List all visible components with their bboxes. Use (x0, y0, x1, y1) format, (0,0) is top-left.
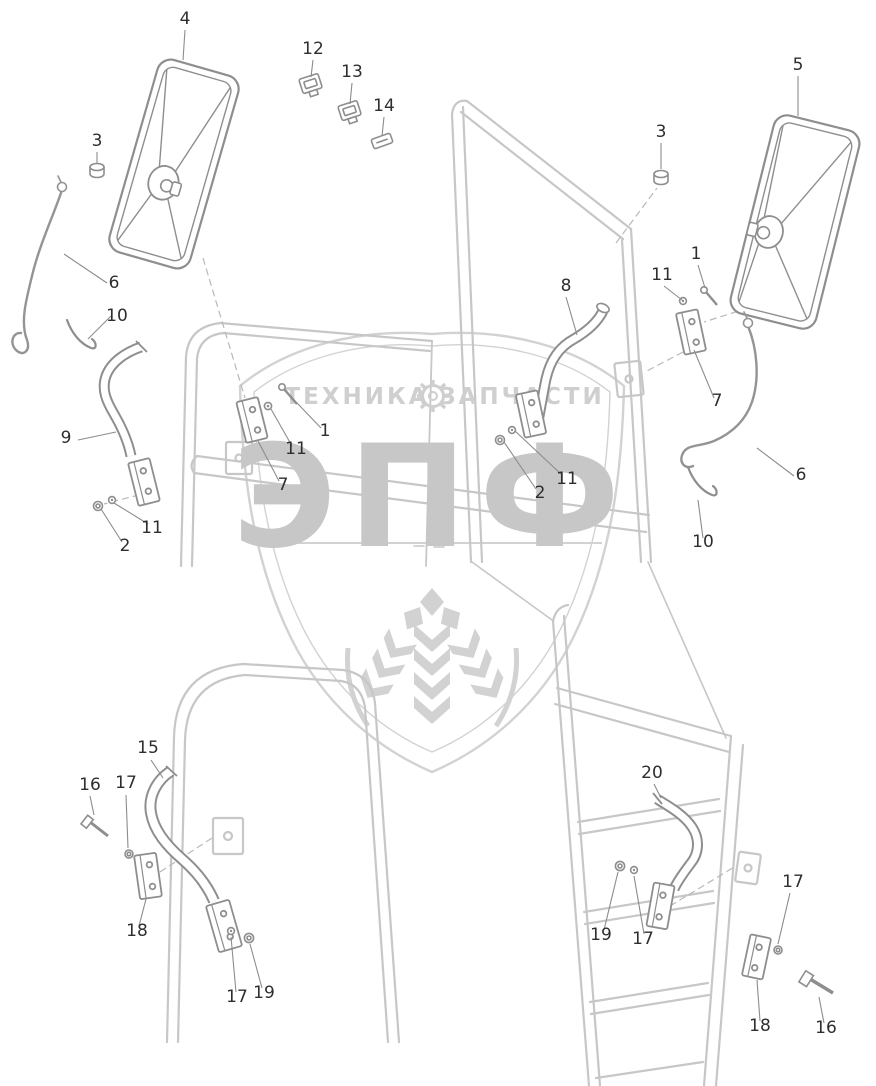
callout-5: 5 (793, 55, 804, 75)
nut-3-left (89, 162, 105, 179)
callout-20: 20 (641, 763, 663, 783)
callout-17-bottom-left: 17 (226, 987, 248, 1007)
callout-10-left: 10 (106, 306, 128, 326)
callout-17-left: 17 (115, 773, 137, 793)
callout-12: 12 (302, 39, 324, 59)
bracket-arm-9 (127, 457, 161, 507)
bracket-7-left (235, 396, 269, 444)
upper-left-frame (179, 321, 434, 568)
nut-2-center (494, 434, 506, 446)
washer-17-bottom-left (226, 926, 236, 936)
watermark-wheat (344, 588, 520, 728)
hook-left (65, 318, 97, 350)
frame-mount-plate-upper-left (224, 440, 254, 476)
nut-3-right (653, 169, 669, 186)
callout-6-left: 6 (109, 273, 120, 293)
callout-17-right: 17 (632, 929, 654, 949)
cable-left (11, 175, 68, 355)
callout-16-right: 16 (815, 1018, 837, 1038)
handle-15 (144, 765, 220, 904)
wheat-right-stalk (440, 606, 504, 698)
frame-mount-plate-right-post (613, 359, 645, 399)
bolt-16-right (797, 969, 834, 995)
callout-13: 13 (341, 62, 363, 82)
watermark-text: ТЕХНИКА ЗАПЧАСТИ ЭПФ (232, 380, 632, 580)
callout-1-right: 1 (691, 244, 702, 264)
bracket-18-left (133, 852, 163, 900)
handle-20 (652, 792, 703, 892)
washer-11-left-upper (263, 401, 273, 411)
callout-3-right: 3 (656, 122, 667, 142)
callout-18-right: 18 (749, 1016, 771, 1036)
nut-2-left (92, 500, 104, 512)
cab-frames (165, 99, 762, 1086)
callout-7-right: 7 (712, 391, 723, 411)
washer-17-right (629, 865, 639, 875)
callout-16-left: 16 (79, 775, 101, 795)
callout-2-left: 2 (120, 536, 131, 556)
wheat-left-stalk (360, 606, 424, 698)
callout-11-left-upper: 11 (285, 439, 307, 459)
callout-11-right: 11 (651, 265, 673, 285)
callout-3-left: 3 (92, 131, 103, 151)
nut-19-bottom-left (243, 932, 255, 944)
callout-17-far-right: 17 (782, 872, 804, 892)
callout-labels: 4 12 13 14 3 3 5 1 11 8 7 6 10 9 1 11 7 … (61, 9, 837, 1038)
mirror-arm-9 (98, 340, 148, 458)
callout-6-right: 6 (796, 465, 807, 485)
callout-11-center: 11 (556, 469, 578, 489)
callout-19-bottom-left: 19 (253, 983, 275, 1003)
bolt-16-left (79, 814, 109, 838)
bracket-15-lower (205, 899, 243, 953)
callout-7-left: 7 (278, 475, 289, 495)
nut-19-right (614, 860, 626, 872)
wheat-center-stalk (414, 588, 450, 724)
callout-1-left: 1 (320, 421, 331, 441)
bracket-20 (645, 881, 676, 930)
callout-9: 9 (61, 428, 72, 448)
lower-left-frame (165, 662, 401, 1044)
clip-14 (370, 132, 394, 150)
watermark-brand: ЭПФ (232, 415, 632, 580)
switch-13 (337, 100, 362, 125)
bracket-7-right (675, 308, 707, 356)
washer-11-center (507, 425, 517, 435)
callout-19-right: 19 (590, 925, 612, 945)
callout-18-left: 18 (126, 921, 148, 941)
bracket-18-right (741, 933, 772, 981)
callout-15: 15 (137, 738, 159, 758)
hook-right (686, 465, 718, 497)
washer-17-left (124, 849, 134, 859)
gear-icon (417, 380, 449, 412)
ladder-frame (551, 603, 762, 1086)
callout-10-right: 10 (692, 532, 714, 552)
cable-right (680, 311, 758, 469)
screw-1-right (699, 285, 718, 306)
callout-4: 4 (180, 9, 191, 29)
callout-leader-lines (63, 29, 825, 1024)
callout-11-left-lower: 11 (141, 518, 163, 538)
callout-2-center: 2 (535, 483, 546, 503)
mirror-right (729, 114, 861, 330)
bracket-arm-8 (515, 389, 547, 439)
screw-1-left (277, 382, 298, 405)
washer-17-far-right (773, 945, 783, 955)
ladder-mount-plate (734, 850, 762, 886)
callout-8: 8 (561, 276, 572, 296)
mirror-left (108, 58, 240, 270)
mirror-arm-8 (532, 302, 610, 423)
callout-14: 14 (373, 96, 395, 116)
washer-11-left-lower (107, 495, 117, 505)
watermark-word-left: ТЕХНИКА (284, 384, 429, 410)
watermark-shield (238, 331, 626, 774)
switch-12 (298, 73, 323, 98)
frame-mount-plate-lower-left (211, 816, 245, 856)
